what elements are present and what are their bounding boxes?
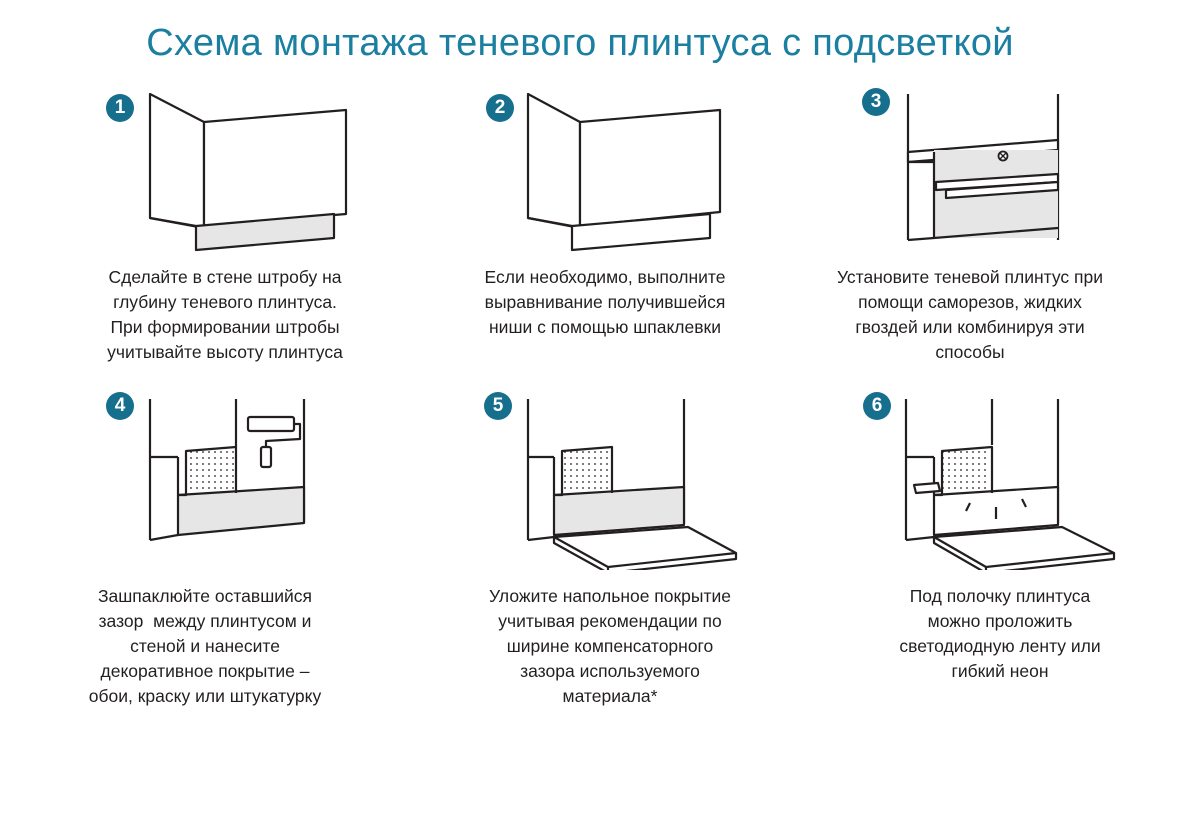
step-2-illustration — [526, 92, 722, 252]
step-3-illustration — [906, 94, 1060, 242]
step-6-illustration — [904, 399, 1116, 570]
step-4-badge: 4 — [106, 392, 134, 420]
step-3-badge: 3 — [862, 88, 890, 116]
step-2-badge: 2 — [486, 94, 514, 122]
step-5-illustration — [526, 399, 738, 570]
step-6-badge: 6 — [863, 392, 891, 420]
page-title: Схема монтажа теневого плинтуса с подсве… — [146, 22, 1014, 64]
step-1-badge: 1 — [106, 94, 134, 122]
led-strip-shelf — [912, 481, 942, 495]
step-4-illustration — [148, 399, 306, 542]
step-5-badge: 5 — [484, 392, 512, 420]
step-1-illustration — [148, 92, 348, 252]
